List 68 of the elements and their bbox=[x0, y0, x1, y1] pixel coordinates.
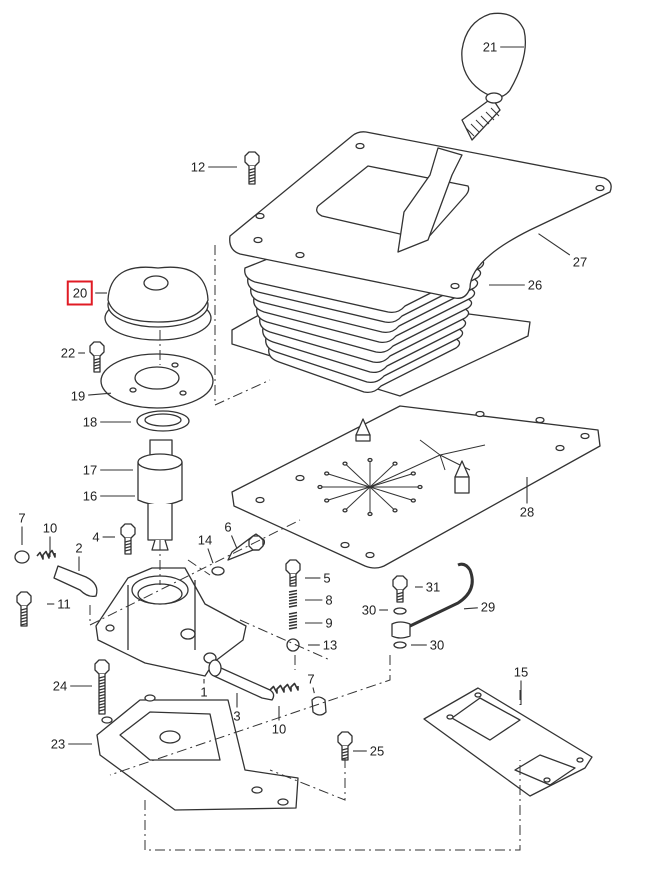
leader-line bbox=[500, 46, 524, 48]
leader-line bbox=[353, 750, 367, 752]
leader-line bbox=[379, 609, 388, 611]
leader-line bbox=[100, 495, 135, 497]
callout-number: 7 bbox=[306, 672, 316, 686]
leader-line bbox=[308, 644, 320, 646]
leader-line bbox=[278, 706, 280, 720]
callout-number: 7 bbox=[17, 510, 27, 526]
leader-line bbox=[78, 352, 85, 354]
leader-line bbox=[47, 603, 54, 605]
callout-number: 29 bbox=[480, 600, 496, 614]
callout-number: 1 bbox=[199, 684, 209, 700]
callout-number: 30 bbox=[360, 602, 378, 618]
leader-line bbox=[489, 284, 525, 286]
leader-line bbox=[305, 599, 322, 601]
leader-line bbox=[207, 548, 214, 564]
callout-number: 20 bbox=[66, 280, 94, 306]
callout-number: 2 bbox=[74, 540, 84, 556]
leader-line bbox=[21, 526, 23, 545]
callout-number: 4 bbox=[91, 530, 101, 544]
callout-number: 15 bbox=[512, 664, 530, 680]
callout-number: 10 bbox=[270, 722, 288, 736]
callout-number: 18 bbox=[82, 414, 98, 430]
leader-line bbox=[95, 292, 107, 294]
callout-number: 12 bbox=[190, 160, 206, 174]
leader-line bbox=[305, 577, 320, 579]
leader-line bbox=[203, 679, 205, 684]
callout-number: 16 bbox=[82, 488, 98, 504]
callout-number: 5 bbox=[322, 570, 332, 586]
leader-line bbox=[78, 556, 80, 571]
callout-number: 17 bbox=[82, 462, 98, 478]
leader-line bbox=[70, 685, 92, 687]
callout-number: 14 bbox=[196, 532, 214, 548]
callout-number: 27 bbox=[572, 254, 588, 270]
leader-line bbox=[49, 536, 51, 557]
leader-line bbox=[312, 687, 315, 694]
callout-number: 28 bbox=[518, 504, 536, 520]
leader-line bbox=[100, 469, 133, 471]
callout-number: 24 bbox=[52, 678, 68, 694]
callout-number: 21 bbox=[482, 40, 498, 54]
leader-line bbox=[411, 644, 427, 646]
callout-number: 26 bbox=[526, 278, 544, 292]
callout-number: 31 bbox=[424, 580, 442, 594]
callout-number: 3 bbox=[232, 708, 242, 724]
leader-line bbox=[526, 477, 528, 504]
callout-number: 10 bbox=[42, 520, 58, 536]
callout-number: 8 bbox=[324, 592, 334, 608]
leader-line bbox=[520, 680, 522, 705]
leader-line bbox=[88, 392, 112, 396]
callout-number: 25 bbox=[368, 744, 386, 758]
callout-number: 9 bbox=[324, 616, 334, 630]
callout-number: 11 bbox=[56, 596, 72, 612]
callout-number: 23 bbox=[50, 736, 66, 752]
leader-line bbox=[538, 233, 570, 256]
leader-line bbox=[102, 536, 115, 538]
leader-line bbox=[231, 535, 238, 548]
leader-line bbox=[68, 743, 92, 745]
callout-number: 22 bbox=[60, 346, 76, 360]
leader-line bbox=[236, 693, 238, 708]
callout-number: 6 bbox=[223, 520, 233, 534]
leader-line bbox=[100, 421, 131, 423]
leader-line bbox=[305, 622, 322, 624]
callout-number: 30 bbox=[428, 638, 446, 652]
callout-number: 19 bbox=[70, 388, 86, 404]
leader-line bbox=[208, 166, 237, 168]
callout-number: 13 bbox=[322, 638, 338, 652]
leader-line bbox=[415, 586, 423, 588]
leader-line bbox=[464, 607, 478, 610]
